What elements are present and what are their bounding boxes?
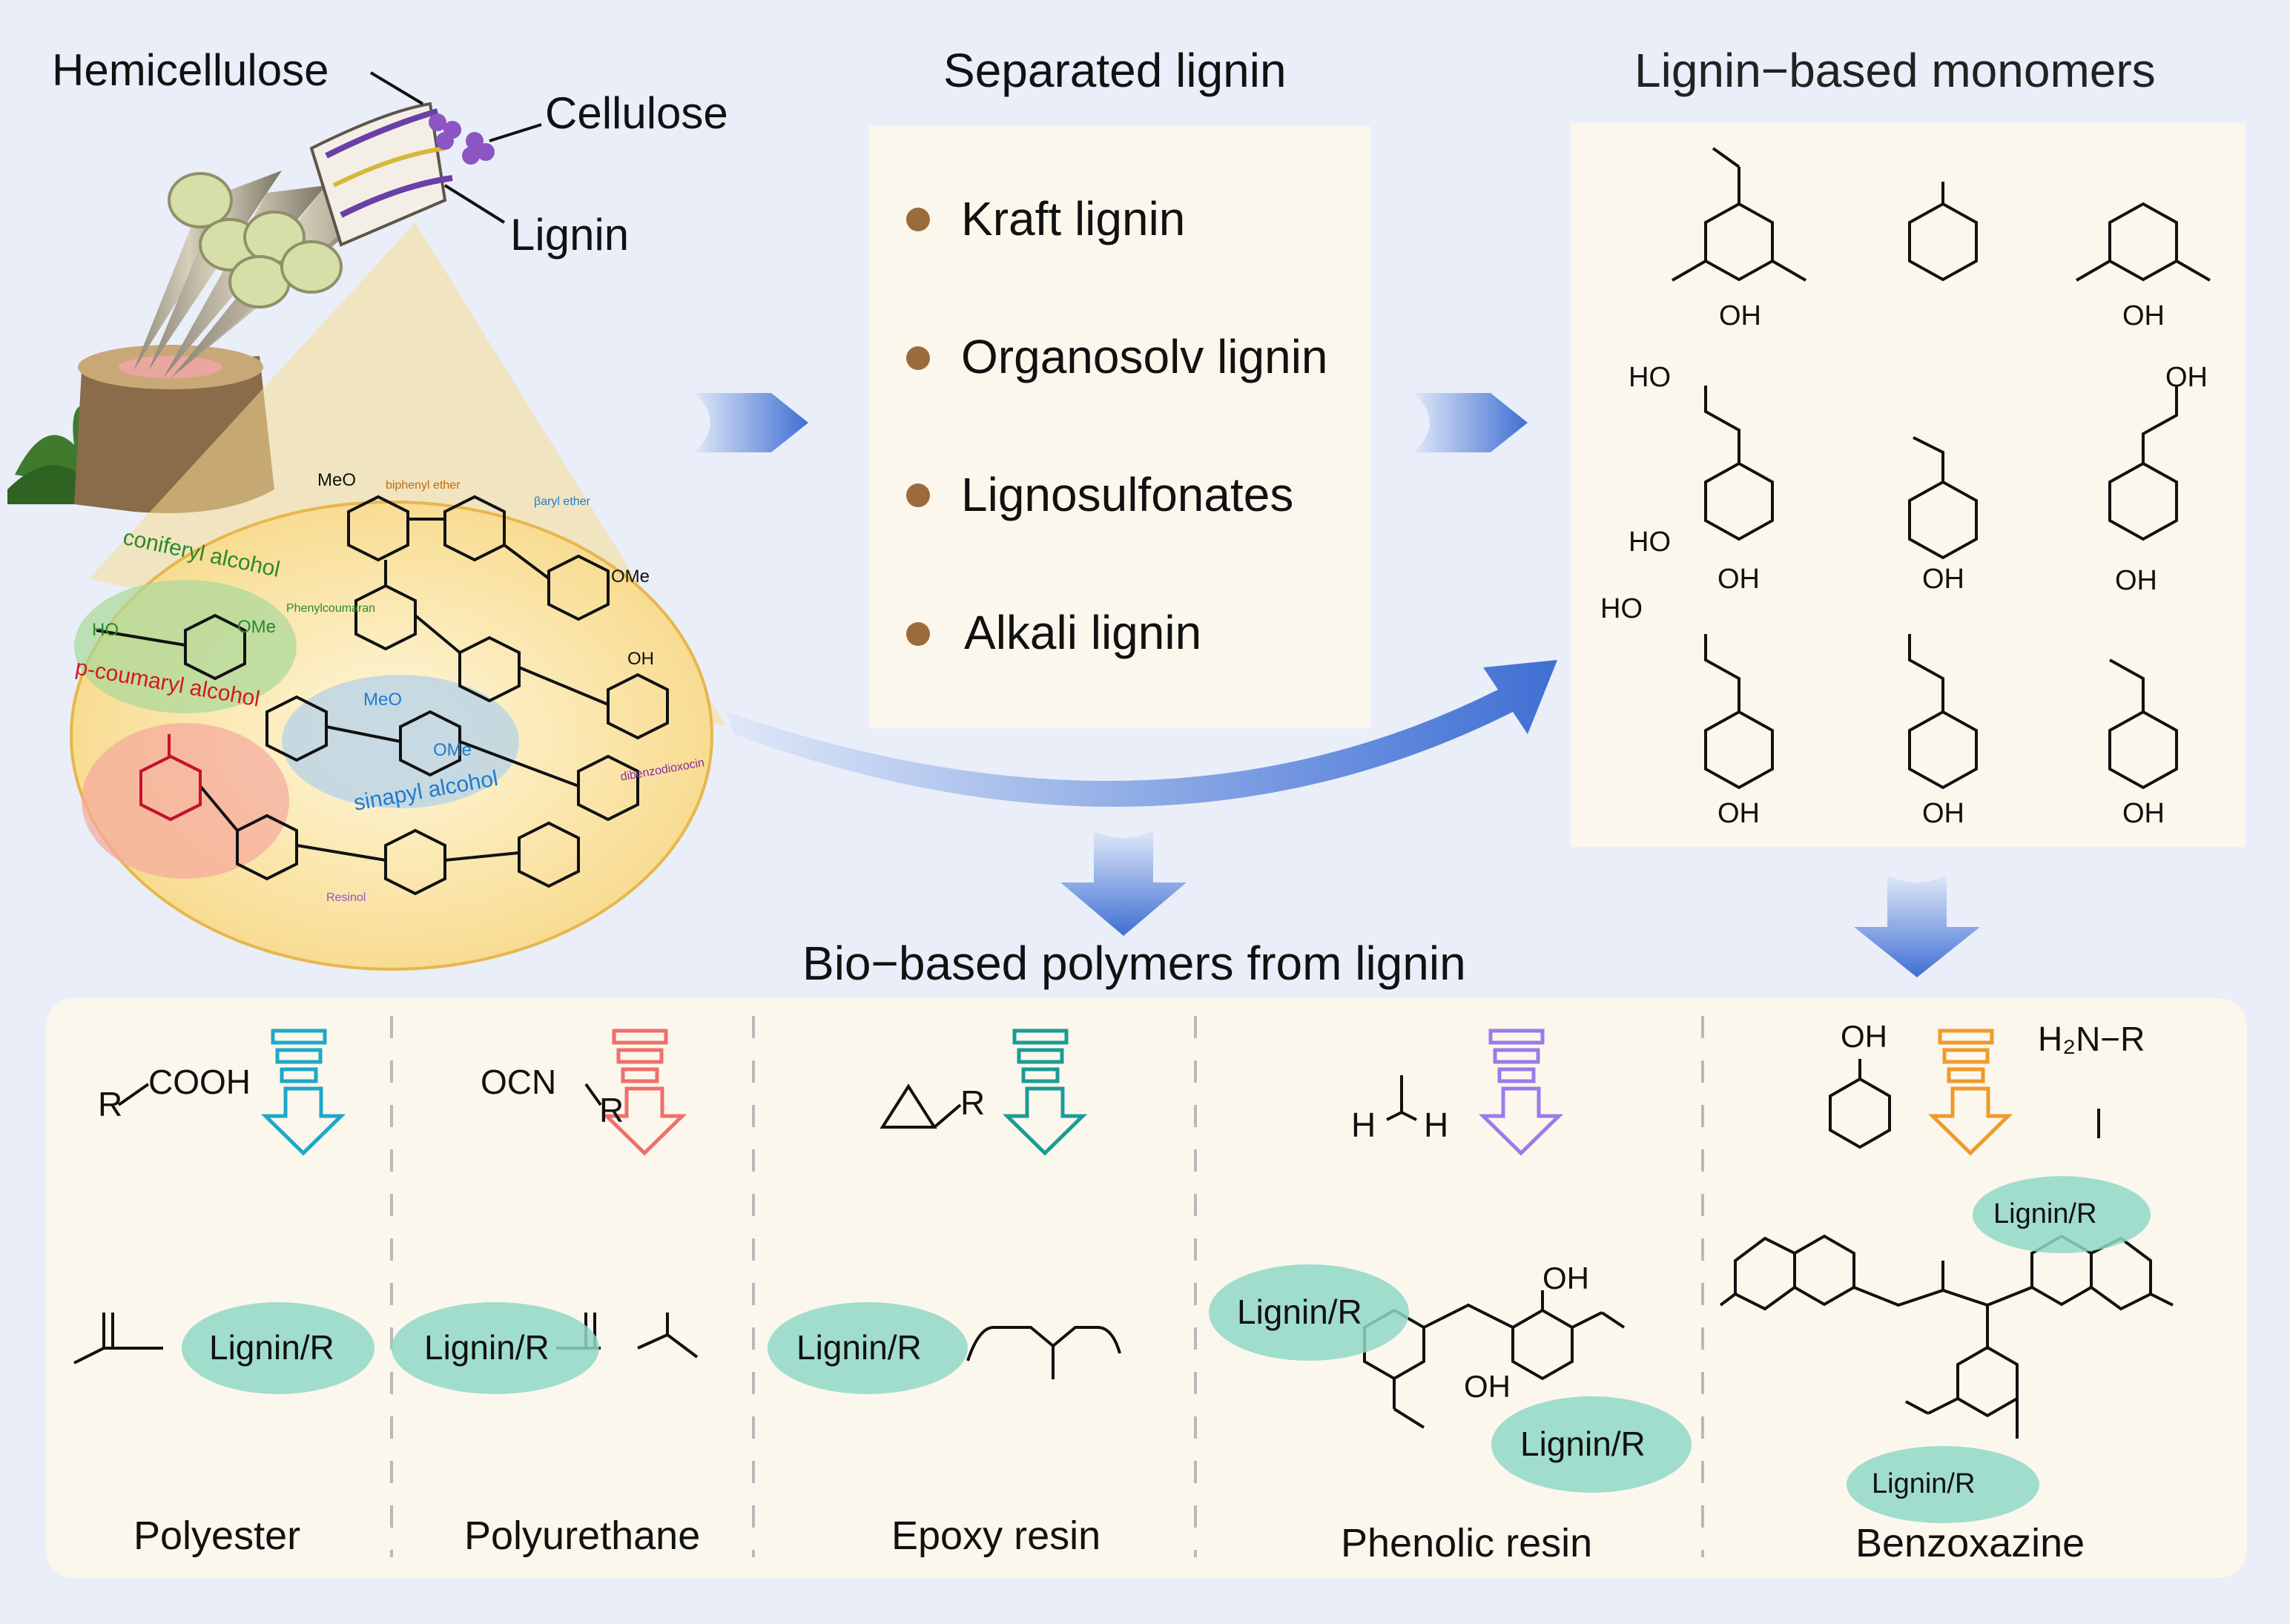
polymers-panel	[46, 998, 2247, 1578]
monomers-title: Lignin−based monomers	[1634, 44, 2156, 97]
ome-label-coniferyl: OMe	[237, 617, 277, 637]
lignin-label: Lignin	[510, 210, 630, 260]
cellulose-label: Cellulose	[545, 88, 728, 138]
reagent-r-polyester: R	[98, 1085, 123, 1123]
oh-label-m4: OH	[1718, 564, 1760, 595]
reagent-structures	[117, 1059, 2100, 1149]
flow-arrows	[694, 393, 1980, 977]
caption-benzoxazine: Benzoxazine	[1855, 1521, 2085, 1565]
reagent-polyester: COOH	[148, 1063, 251, 1101]
oh-label-m6: OH	[2115, 565, 2157, 596]
lignin-r-benzoxazine-2: Lignin/R	[1872, 1468, 1976, 1499]
lignin-r-benzoxazine-1: Lignin/R	[1993, 1198, 2097, 1229]
oh-label-m5: OH	[1922, 564, 1964, 595]
reagent-polyurethane: OCN	[481, 1063, 557, 1101]
biphenyl-ether-label: biphenyl ether	[386, 479, 461, 492]
beta-aryl-ether-label: βaryl ether	[534, 495, 590, 508]
separated-item-alkali: Alkali lignin	[964, 606, 1202, 659]
separated-lignin-title: Separated lignin	[943, 44, 1287, 97]
reagent-phenolic-h1: H	[1351, 1106, 1376, 1144]
polymers-title: Bio−based polymers from lignin	[802, 937, 1466, 990]
oh-label-phenolic-top: OH	[1542, 1261, 1589, 1295]
oh-label-phenolic-mid: OH	[1464, 1369, 1511, 1404]
ome-label-1: OMe	[611, 567, 650, 587]
ho-label-m4: HO	[1629, 362, 1671, 393]
column-dividers	[390, 1016, 1704, 1557]
oh-label-m7: OH	[1718, 798, 1760, 829]
monomer-structures	[1671, 147, 2211, 790]
ho-label-m4b: HO	[1629, 527, 1671, 558]
oh-label-m6-acid: OH	[2165, 362, 2208, 393]
ome-label-sinapyl: OMe	[433, 740, 472, 760]
separated-lignin-panel	[869, 126, 1370, 728]
lignin-r-polyester: Lignin/R	[209, 1328, 334, 1367]
reagent-phenolic-h2: H	[1424, 1106, 1449, 1144]
separated-item-organosolv: Organosolv lignin	[961, 330, 1328, 383]
lignin-r-epoxy: Lignin/R	[796, 1328, 922, 1367]
separated-item-kraft: Kraft lignin	[961, 192, 1186, 245]
oh-label-1: OH	[627, 649, 654, 669]
caption-epoxy-resin: Epoxy resin	[891, 1514, 1101, 1558]
caption-polyester: Polyester	[133, 1514, 301, 1558]
meo-label-1: MeO	[317, 470, 357, 490]
reagent-benzoxazine: H₂N−R	[2038, 1020, 2145, 1058]
separated-item-lignosulfonates: Lignosulfonates	[961, 468, 1294, 521]
oh-label-m9: OH	[2122, 798, 2165, 829]
ho-label-coniferyl: HO	[92, 620, 119, 640]
oh-label-phenol: OH	[1841, 1019, 1887, 1054]
lignin-r-phenolic-1: Lignin/R	[1237, 1293, 1362, 1331]
oh-label-m3: OH	[2122, 300, 2165, 331]
separated-bullets	[906, 208, 930, 646]
resinol-label: Resinol	[326, 891, 366, 904]
lignin-r-polyurethane: Lignin/R	[424, 1328, 550, 1367]
reagent-r-polyurethane: R	[599, 1091, 624, 1129]
lignin-r-phenolic-2: Lignin/R	[1520, 1425, 1646, 1463]
lignin-structure	[70, 495, 713, 971]
caption-polyurethane: Polyurethane	[464, 1514, 701, 1558]
caption-phenolic-resin: Phenolic resin	[1341, 1521, 1593, 1565]
reagent-epoxy: R	[960, 1083, 986, 1122]
phenylcoumaran-label: Phenylcoumaran	[286, 602, 376, 615]
hemicellulose-label: Hemicellulose	[52, 45, 329, 95]
cellulose-beads	[429, 113, 495, 165]
oh-label-m1: OH	[1719, 300, 1761, 331]
oh-label-m8: OH	[1922, 798, 1964, 829]
lignin-r-ovals	[182, 1176, 2151, 1523]
ho-label-m7: HO	[1600, 593, 1643, 624]
meo-label-sinapyl: MeO	[363, 690, 403, 710]
reagent-arrows	[260, 1029, 2013, 1156]
